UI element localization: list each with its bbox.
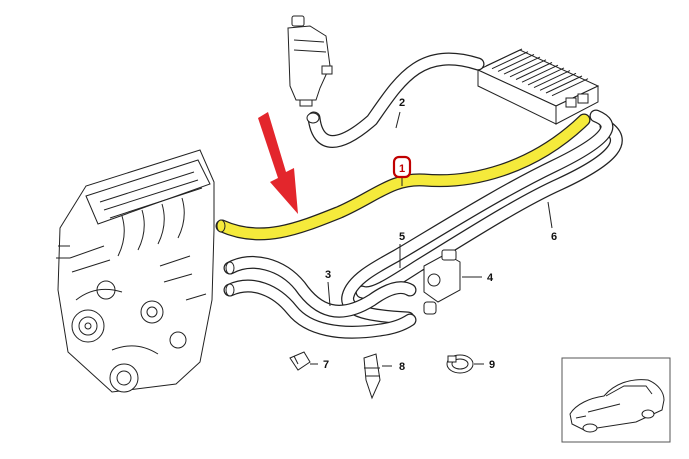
hose-clamp-9	[446, 354, 474, 374]
coolant-valve	[423, 249, 461, 315]
clamp-7	[289, 351, 311, 371]
label-part-7: 7	[323, 359, 329, 371]
hose-1-highlighted	[215, 113, 591, 241]
expansion-tank	[287, 15, 333, 107]
label-part-5: 5	[399, 231, 405, 243]
label-part-9: 9	[489, 359, 495, 371]
label-part-3: 3	[325, 269, 331, 281]
red-down-arrow-icon	[258, 112, 298, 214]
hose-3	[223, 255, 417, 339]
hose-5	[341, 109, 614, 325]
label-part-1: 1	[399, 163, 405, 175]
label-part-8: 8	[399, 361, 405, 373]
engine-block	[56, 149, 215, 393]
car-silhouette-icon	[569, 379, 665, 433]
vehicle-thumbnail	[561, 357, 671, 443]
clip-8	[363, 353, 381, 400]
label-part-2: 2	[399, 97, 405, 109]
label-part-6: 6	[551, 231, 557, 243]
leader-lines	[310, 111, 553, 367]
label-part-4: 4	[487, 272, 494, 284]
hose-2	[306, 52, 485, 148]
callout-badge-1: 1	[392, 155, 412, 179]
heater-core	[476, 48, 600, 125]
